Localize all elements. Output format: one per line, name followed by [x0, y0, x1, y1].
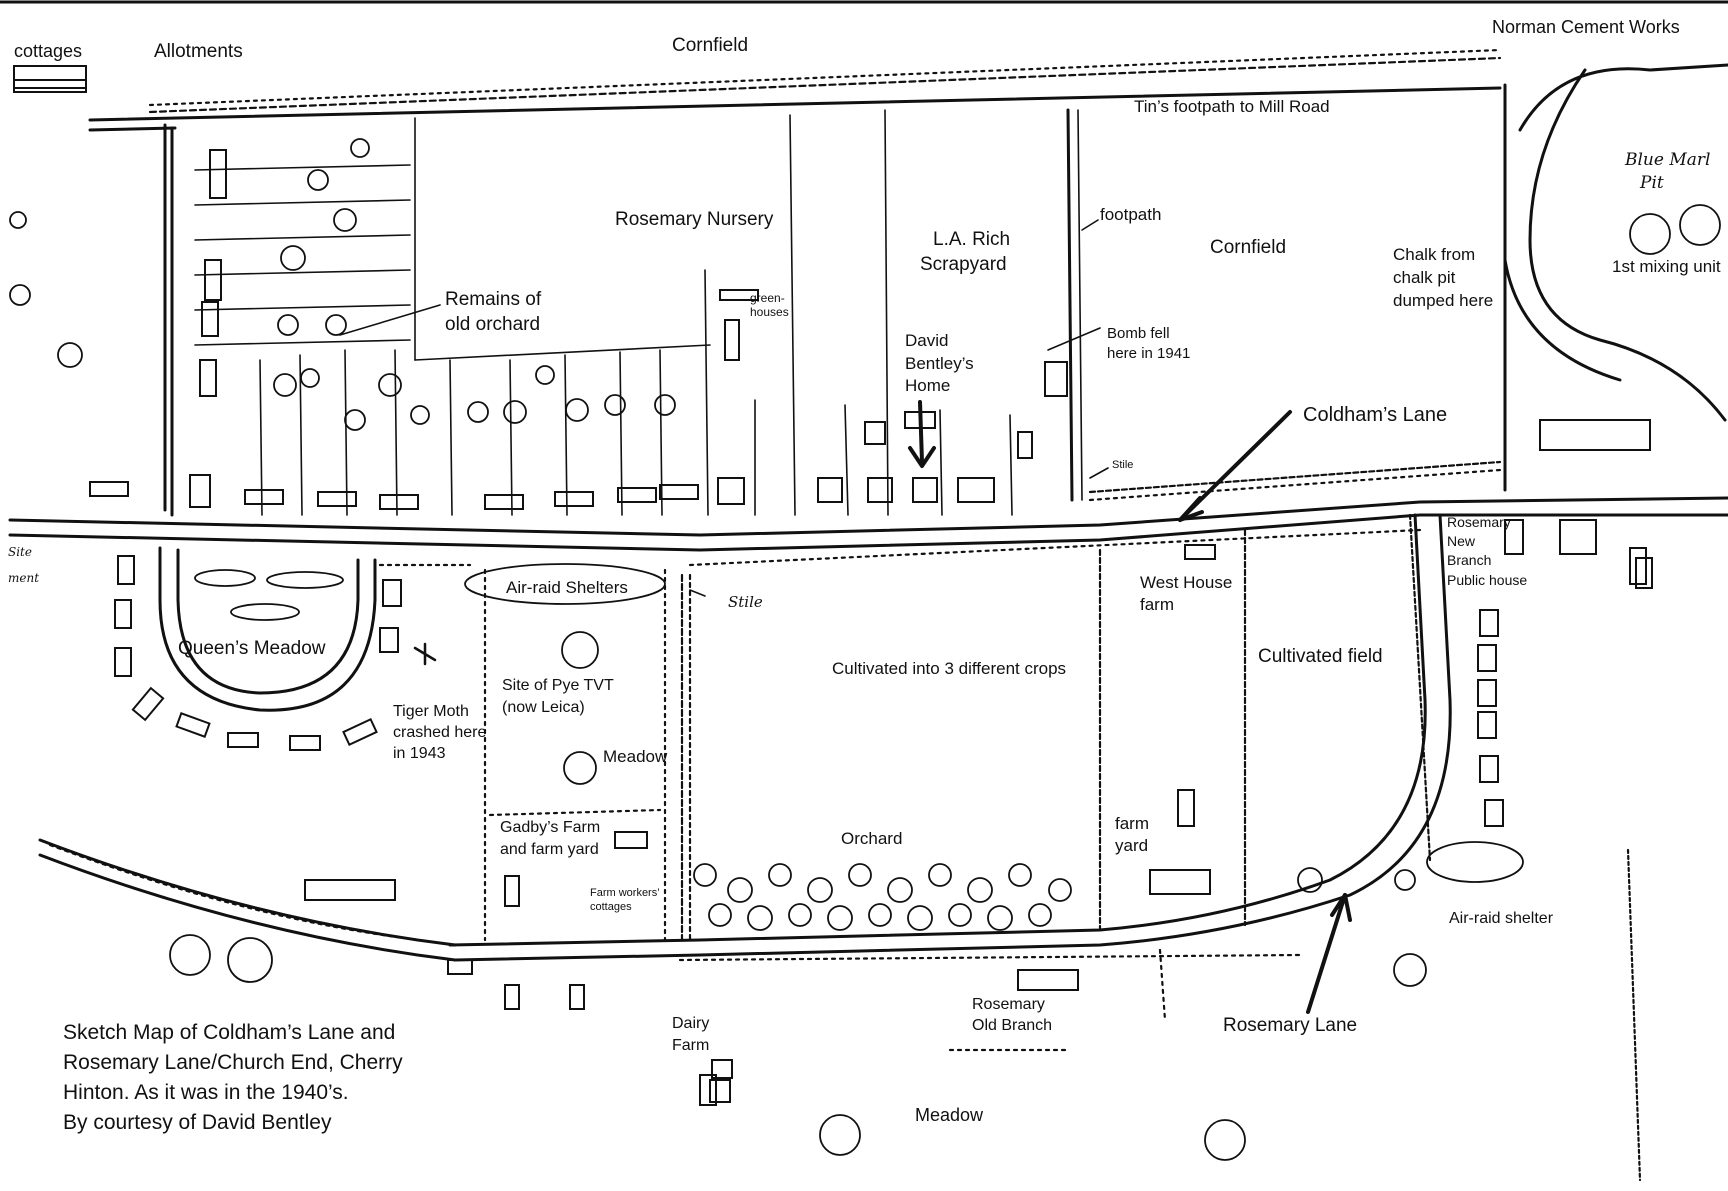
label-mixing-unit: 1st mixing unit	[1612, 257, 1721, 276]
southwest-road-bottom	[38, 853, 457, 962]
rosemary-lane-arrow	[1306, 893, 1352, 1014]
label-remains-2: old orchard	[445, 314, 540, 335]
label-meadow-mid: Meadow	[603, 747, 668, 766]
label-rosemary-old-2: Old Branch	[972, 1017, 1052, 1034]
label-cultivated-field: Cultivated field	[1258, 646, 1383, 667]
label-west-house-1: West House	[1140, 573, 1232, 592]
label-stile-1: Stile	[1112, 459, 1133, 471]
label-site-left-1: Site	[8, 545, 32, 559]
stile-leader-line	[1089, 467, 1109, 479]
label-meadow-bottom: Meadow	[915, 1105, 984, 1125]
label-crops: Cultivated into 3 different crops	[832, 659, 1066, 678]
cement-pit-edge	[1518, 63, 1728, 132]
label-chalk-2: chalk pit	[1393, 268, 1456, 287]
label-footpath: footpath	[1100, 205, 1161, 224]
north-road-bottom-edge	[88, 126, 177, 132]
map-caption: Sketch Map of Coldham’s Lane and Rosemar…	[63, 1021, 403, 1134]
queens-meadow-inner-road	[176, 548, 360, 695]
label-farm-yard-1: farm	[1115, 814, 1149, 833]
label-bomb-1: Bomb fell	[1107, 325, 1170, 342]
buildings	[13, 65, 1653, 1106]
mixing-unit-2	[1679, 204, 1721, 246]
label-cornfield-mid: Cornfield	[1210, 237, 1286, 258]
label-queens-meadow: Queen’s Meadow	[178, 638, 326, 659]
label-bentley-3: Home	[905, 376, 950, 395]
coldhams-lane-south-edge	[8, 513, 1728, 552]
coldhams-lane-north-edge	[8, 496, 1728, 537]
orchard-trees	[9, 138, 676, 431]
label-rosemary-old-1: Rosemary	[972, 996, 1045, 1013]
label-stile-2: Stile	[728, 593, 763, 611]
cement-pit-outer	[1503, 258, 1622, 382]
label-farm-yard-2: yard	[1115, 836, 1148, 855]
caption-line-3: Hinton. As it was in the 1940’s.	[63, 1081, 349, 1104]
label-bentley-2: Bentley’s	[905, 354, 974, 373]
label-cornfield-top: Cornfield	[672, 35, 748, 56]
label-dairy-1: Dairy	[672, 1015, 709, 1032]
label-dairy-2: Farm	[672, 1037, 709, 1054]
label-air-raid-shelters: Air-raid Shelters	[506, 578, 628, 597]
remains-leader-line	[339, 304, 441, 336]
queens-meadow-shrubs	[194, 569, 1524, 883]
cement-pit-inner	[1528, 68, 1727, 422]
coldhams-lane-arrow	[1178, 410, 1292, 522]
label-chalk-3: dumped here	[1393, 291, 1493, 310]
label-rosemary-new-2: New	[1447, 533, 1476, 549]
label-pit-handwritten-2: Pit	[1639, 173, 1664, 193]
hedges	[48, 48, 1642, 1182]
tiger-moth-marker	[413, 642, 437, 666]
label-air-raid-shelter: Air-raid shelter	[1449, 910, 1554, 927]
south-orchard-trees	[169, 631, 1427, 1161]
footpath-leader-line	[1081, 219, 1099, 231]
label-rosemary-new-1: Rosemary	[1447, 514, 1511, 530]
bentley-home-arrow	[908, 400, 936, 468]
label-remains-1: Remains of	[445, 289, 542, 310]
label-tins-footpath: Tin’s footpath to Mill Road	[1134, 97, 1330, 116]
label-west-house-2: farm	[1140, 595, 1174, 614]
label-rosemary-nursery: Rosemary Nursery	[615, 209, 774, 230]
mixing-unit-1	[1629, 213, 1671, 255]
footpath-line-2	[1077, 109, 1083, 501]
southwest-road-top	[38, 838, 457, 947]
label-rosemary-lane: Rosemary Lane	[1223, 1015, 1357, 1036]
label-rosemary-new-3: Branch	[1447, 552, 1491, 568]
label-bentley-1: David	[905, 331, 948, 350]
label-gadby-1: Gadby’s Farm	[500, 819, 600, 836]
label-pit-handwritten-1: Blue Marl	[1624, 150, 1710, 170]
caption-line-4: By courtesy of David Bentley	[63, 1111, 332, 1134]
rosemary-lane-west-edge	[448, 513, 1427, 947]
air-raid-shelters-mound	[464, 563, 666, 605]
label-pye-1: Site of Pye TVT	[502, 677, 614, 694]
label-site-left-2: ment	[8, 571, 39, 585]
label-tiger-1: Tiger Moth	[393, 703, 469, 720]
label-tiger-2: crashed here	[393, 724, 486, 741]
label-pye-2: (now Leica)	[502, 699, 585, 716]
label-rosemary-new-4: Public house	[1447, 572, 1527, 588]
label-coldhams-lane: Coldham’s Lane	[1303, 404, 1447, 426]
caption-line-2: Rosemary Lane/Church End, Cherry	[63, 1051, 403, 1074]
label-la-rich-1: L.A. Rich	[933, 229, 1010, 250]
north-road-top-edge	[88, 86, 1502, 122]
label-bomb-2: here in 1941	[1107, 345, 1190, 362]
caption-line-1: Sketch Map of Coldham’s Lane and	[63, 1021, 395, 1044]
label-la-rich-2: Scrapyard	[920, 254, 1007, 275]
rosemary-lane-east-edge	[453, 513, 1452, 962]
label-orchard: Orchard	[841, 829, 902, 848]
label-cottages: cottages	[14, 41, 82, 61]
label-norman-cement-works: Norman Cement Works	[1492, 17, 1680, 37]
label-chalk-1: Chalk from	[1393, 245, 1475, 264]
label-greenhouses-1: green-	[750, 291, 785, 305]
stile2-leader-line	[689, 589, 706, 597]
queens-meadow-outer-road	[158, 546, 377, 712]
label-farm-workers-2: cottages	[590, 901, 632, 913]
label-greenhouses-2: houses	[750, 305, 789, 319]
label-farm-workers-1: Farm workers’	[590, 887, 660, 899]
bomb-leader-line	[1047, 327, 1101, 351]
label-tiger-3: in 1943	[393, 745, 446, 762]
label-allotments: Allotments	[154, 41, 243, 62]
footpath-line	[1066, 108, 1074, 502]
label-gadby-2: and farm yard	[500, 841, 599, 858]
